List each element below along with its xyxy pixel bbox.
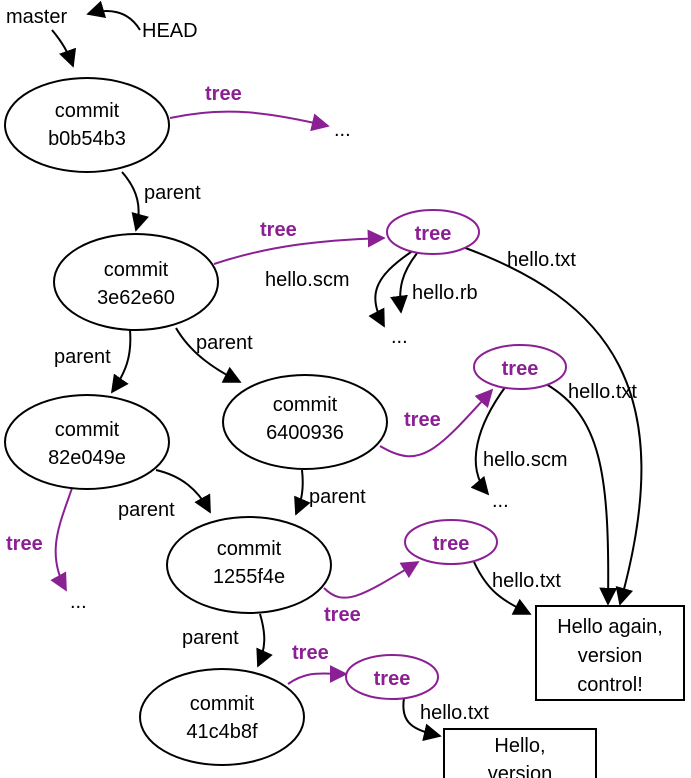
- blob-line: version: [488, 763, 552, 778]
- blob-line: version: [578, 645, 642, 667]
- head-ref: HEAD: [142, 20, 198, 42]
- edge-tree3-hello-txt: [473, 561, 532, 615]
- commit-node-82e049e: commit 82e049e: [4, 394, 170, 490]
- tree-node-4: tree: [345, 654, 439, 700]
- edge-82e049e-parent: [155, 469, 211, 514]
- edge-3e62e60-tree: [213, 229, 386, 265]
- edge-label-tree: tree: [205, 83, 242, 105]
- commit-label: commit: [217, 538, 282, 560]
- edge-label-parent: parent: [54, 346, 111, 368]
- tree-node-1: tree: [386, 209, 480, 255]
- tree-node-label: tree: [415, 223, 452, 245]
- commit-label: commit: [273, 394, 338, 416]
- commit-node-b0b54b3: commit b0b54b3: [4, 77, 170, 173]
- edge-tree1-hello-txt: [459, 245, 643, 606]
- commit-label: commit: [55, 419, 120, 441]
- commit-node-41c4b8f: commit 41c4b8f: [139, 668, 305, 766]
- blob-line: Hello,: [494, 735, 545, 757]
- edge-label-parent: parent: [144, 182, 201, 204]
- commit-hash: 1255f4e: [213, 566, 285, 588]
- edge-label-file: hello.txt: [568, 381, 637, 403]
- edge-label-tree: tree: [292, 642, 329, 664]
- blob-node-hello-again: Hello again, version control!: [535, 605, 685, 701]
- edge-tree2-hello-txt: [545, 383, 618, 606]
- master-ref: master: [6, 6, 67, 28]
- edge-label-tree: tree: [260, 219, 297, 241]
- edge-label-file: hello.txt: [492, 570, 561, 592]
- edge-b0b54b3-parent: [121, 171, 149, 232]
- edge-label-parent: parent: [196, 332, 253, 354]
- commit-hash: 82e049e: [48, 447, 126, 469]
- tree-node-label: tree: [502, 358, 539, 380]
- commit-node-3e62e60: commit 3e62e60: [53, 233, 219, 331]
- commit-hash: b0b54b3: [48, 128, 126, 150]
- commit-hash: 6400936: [266, 422, 344, 444]
- edge-head-to-master: [86, 0, 141, 31]
- edge-1255f4e-parent: [256, 613, 273, 668]
- edge-label-file: hello.txt: [420, 702, 489, 724]
- edge-label-tree: tree: [404, 409, 441, 431]
- edge-tree4-hello-txt: [402, 697, 442, 742]
- edge-b0b54b3-tree: [169, 110, 330, 132]
- commit-node-1255f4e: commit 1255f4e: [166, 516, 332, 614]
- edge-tree1-hello-rb: [390, 251, 419, 314]
- edge-82e049e-tree: [50, 481, 75, 592]
- tree-node-3: tree: [404, 519, 498, 565]
- commit-label: commit: [55, 100, 120, 122]
- edge-41c4b8f-tree: [287, 664, 348, 685]
- edge-label-tree: tree: [6, 533, 43, 555]
- blob-line: Hello again,: [557, 616, 663, 638]
- edge-label-file: hello.rb: [412, 282, 478, 304]
- commit-label: commit: [104, 259, 169, 281]
- tree-node-2: tree: [473, 344, 567, 390]
- edge-6400936-tree: [379, 388, 494, 458]
- edge-3e62e60-parent-82e049e: [110, 329, 132, 394]
- tree-node-label: tree: [433, 533, 470, 555]
- edge-6400936-parent: [294, 469, 311, 516]
- ellipsis-placeholder: ...: [334, 119, 351, 141]
- edge-label-file: hello.txt: [507, 249, 576, 271]
- edge-tree1-hello-scm: [368, 249, 415, 328]
- ellipsis-placeholder: ...: [492, 490, 509, 512]
- ellipsis-placeholder: ...: [70, 591, 87, 613]
- edge-label-file: hello.scm: [483, 449, 567, 471]
- edge-1255f4e-tree: [323, 561, 420, 599]
- edge-label-tree: tree: [324, 604, 361, 626]
- tree-node-label: tree: [374, 668, 411, 690]
- edge-label-parent: parent: [182, 627, 239, 649]
- ellipsis-placeholder: ...: [391, 326, 408, 348]
- edge-tree2-hello-scm: [470, 385, 507, 496]
- commit-hash: 3e62e60: [97, 287, 175, 309]
- commit-node-6400936: commit 6400936: [222, 374, 388, 470]
- edge-label-file: hello.scm: [265, 269, 349, 291]
- edge-master-to-b0b54b3: [51, 29, 77, 68]
- edge-3e62e60-parent-6400936: [175, 327, 242, 383]
- blob-node-hello: Hello, version: [443, 728, 597, 778]
- edge-label-parent: parent: [309, 486, 366, 508]
- edge-label-parent: parent: [118, 499, 175, 521]
- blob-line: control!: [577, 674, 643, 696]
- commit-label: commit: [190, 693, 255, 715]
- commit-hash: 41c4b8f: [186, 721, 258, 743]
